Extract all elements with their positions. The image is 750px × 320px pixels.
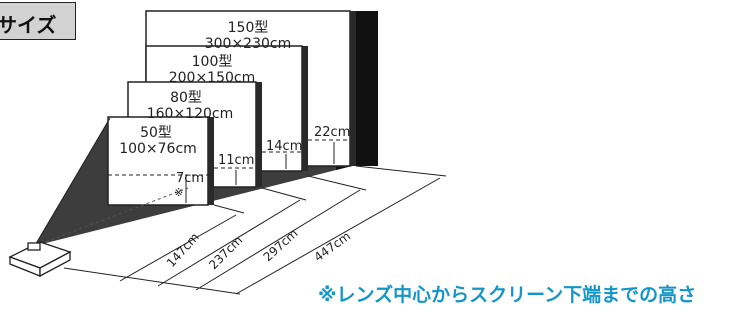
- dist-ext-447: [355, 165, 447, 177]
- dist-line-447: [235, 177, 441, 295]
- screen-100-side: [302, 46, 308, 171]
- dist-line-base: [63, 267, 241, 295]
- dist-ext-237: [261, 187, 307, 201]
- distance-label-237: 237cm: [206, 233, 245, 272]
- screen-80-dims: 160×120cm: [147, 106, 234, 122]
- dist-line-237: [157, 199, 301, 287]
- screen-50-face: [107, 116, 209, 206]
- offset-label-100: 14cm: [266, 139, 302, 154]
- beam-center-line: [39, 187, 189, 245]
- dist-ext-147: [213, 204, 245, 214]
- offset-label-50: 7cm: [176, 171, 204, 186]
- header-title: サイズ: [0, 13, 57, 37]
- offset-label-150: 22cm: [314, 125, 350, 140]
- offset-label-80: 11cm: [218, 153, 254, 168]
- screen-80-side: [256, 82, 262, 187]
- screen-80-label: 80型: [170, 90, 202, 106]
- lens-mark: ※: [174, 186, 183, 199]
- screen-50-label: 50型: [140, 125, 172, 141]
- distance-label-297: 297cm: [261, 226, 301, 264]
- screen-50-dims: 100×76cm: [119, 141, 197, 157]
- screen-150-side: [350, 11, 356, 166]
- dist-ext-297: [307, 175, 367, 191]
- dist-line-147: [119, 214, 237, 282]
- beam-edge-top: [35, 117, 111, 245]
- distance-label-447: 447cm: [312, 229, 354, 265]
- screen-50-side: [208, 117, 214, 205]
- projector-icon: [8, 241, 72, 278]
- screen-150-dims: 300×230cm: [205, 36, 292, 52]
- lens-height-note: ※レンズ中心からスクリーン下端までの高さ: [318, 284, 697, 306]
- dist-line-297: [195, 189, 361, 291]
- header-box: サイズ: [0, 2, 76, 40]
- screen-150-label: 150型: [228, 20, 269, 36]
- screen-100-label: 100型: [192, 54, 233, 70]
- distance-label-147: 147cm: [164, 230, 202, 270]
- screen-100-dims: 200×150cm: [169, 70, 256, 86]
